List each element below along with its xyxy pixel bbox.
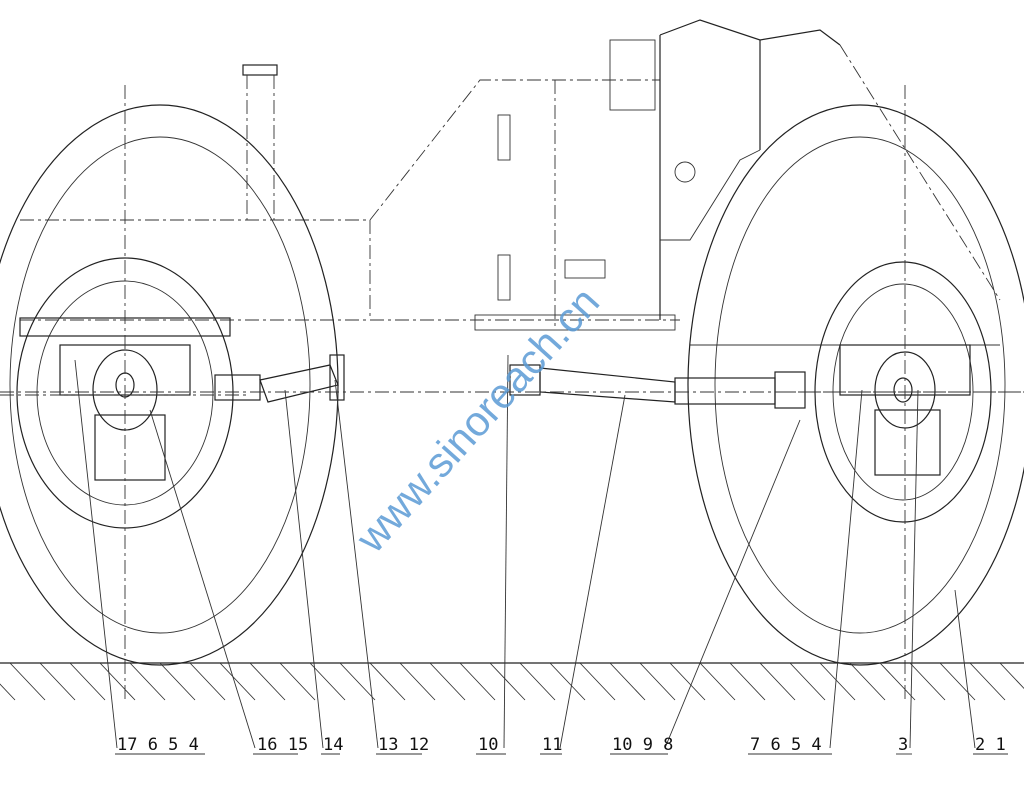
callout-10-9-8: 10 9 8	[612, 735, 673, 755]
hatch-line	[99, 662, 136, 701]
hatch-line	[339, 662, 376, 701]
hatch-line	[639, 662, 676, 701]
vehicle-frame	[20, 19, 1001, 346]
hatch-line	[219, 662, 256, 701]
hatch-line	[669, 662, 706, 701]
hatch-line	[399, 662, 436, 701]
hatch-line	[969, 662, 1006, 701]
callout-10: 10	[478, 735, 498, 755]
hatch-line	[879, 662, 916, 701]
hatch-line	[189, 662, 226, 701]
hatch-line	[0, 683, 16, 701]
leader-lines	[74, 354, 976, 749]
hatch-line	[579, 662, 616, 701]
hatch-line	[759, 662, 796, 701]
hatch-line	[729, 662, 766, 701]
hatch-line	[159, 662, 196, 701]
callout-3: 3	[898, 735, 908, 755]
hatch-line	[849, 662, 886, 701]
hatch-line	[699, 662, 736, 701]
drive-shafts	[0, 354, 1024, 409]
left-tire	[0, 104, 339, 666]
hatch-line	[279, 662, 316, 701]
right-tire	[687, 104, 1024, 666]
callout-11: 11	[542, 735, 562, 755]
callout-7-6-5-4: 7 6 5 4	[750, 735, 822, 755]
left-wheel	[0, 85, 339, 700]
hatch-line	[9, 662, 46, 701]
hatch-line	[69, 662, 106, 701]
hatch-line	[609, 662, 646, 701]
hatch-line	[39, 662, 76, 701]
hatch-line	[489, 662, 526, 701]
hatch-line	[129, 662, 166, 701]
hatch-line	[999, 662, 1024, 690]
callout-16-15: 16 15	[257, 735, 308, 755]
right-wheel	[687, 85, 1024, 700]
hatch-line	[519, 662, 556, 701]
hatch-line	[309, 662, 346, 701]
callout-labels: 17 6 5 4 16 15 14 13 12 10 11 10 9 8 7 6…	[115, 735, 1008, 755]
hatch-line	[939, 662, 976, 701]
hatch-line	[249, 662, 286, 701]
hatch-line	[909, 662, 946, 701]
ground-hatch	[0, 662, 1024, 701]
watermark: www.sinoreach.cn	[346, 278, 608, 562]
hatch-line	[549, 662, 586, 701]
hatch-line	[789, 662, 826, 701]
callout-17-6-5-4: 17 6 5 4	[117, 735, 199, 755]
callout-2-1: 2 1	[975, 735, 1006, 755]
hatch-line	[819, 662, 856, 701]
hatch-line	[429, 662, 466, 701]
hatch-line	[369, 662, 406, 701]
callout-13-12: 13 12	[378, 735, 429, 755]
hatch-line	[459, 662, 496, 701]
callout-14: 14	[323, 735, 343, 755]
